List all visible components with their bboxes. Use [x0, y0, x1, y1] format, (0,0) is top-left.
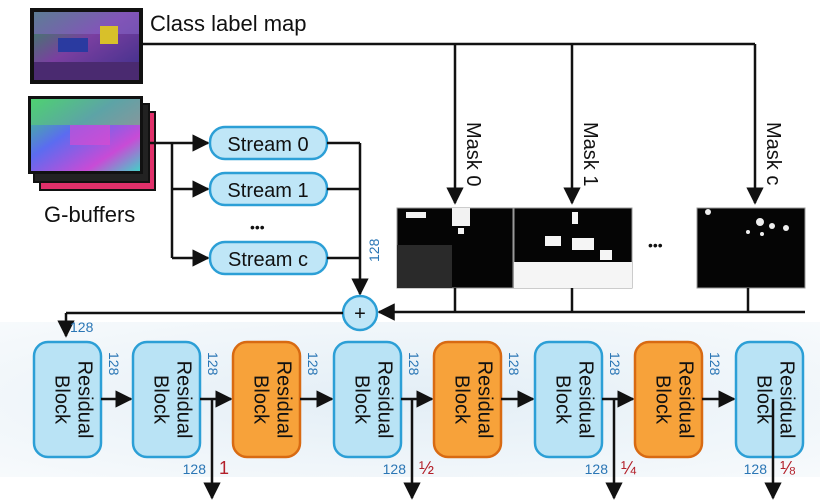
- residual-block-line1-3: Residual: [374, 361, 396, 439]
- output-scale-0: 1: [219, 458, 229, 478]
- residual-block-line1-1: Residual: [173, 361, 195, 439]
- output-0: 128 1: [183, 399, 229, 500]
- stream-1-label: Stream 1: [227, 180, 308, 202]
- between-channels-0: 128: [106, 352, 122, 376]
- residual-block-line2-4: Block: [451, 375, 473, 425]
- mask-c-image: [696, 207, 806, 289]
- stream-out-channels: 128: [366, 238, 382, 262]
- output-channels-0: 128: [183, 461, 207, 477]
- class-label-map-title: Class label map: [150, 11, 307, 36]
- between-channels-5: 128: [607, 352, 623, 376]
- stream-c: Stream c: [208, 240, 329, 276]
- residual-block-line2-3: Block: [351, 375, 373, 425]
- output-2: 128 ¼: [585, 399, 637, 500]
- output-scale-3: ⅛: [780, 458, 796, 478]
- residual-block-line1-0: Residual: [74, 361, 96, 439]
- output-1: 128 ½: [383, 399, 434, 500]
- between-channels-1: 128: [205, 352, 221, 376]
- between-channels-6: 128: [707, 352, 723, 376]
- residual-block-line2-0: Block: [51, 375, 73, 425]
- residual-block-line2-5: Block: [552, 375, 574, 425]
- residual-block-line2-6: Block: [652, 375, 674, 425]
- stream-0: Stream 0: [208, 125, 329, 161]
- mask-c-label: Mask c: [762, 122, 784, 185]
- between-channels-3: 128: [406, 352, 422, 376]
- residual-block-line1-4: Residual: [474, 361, 496, 439]
- g-buffers-image: [28, 96, 156, 191]
- mask-0-label: Mask 0: [462, 122, 484, 186]
- stream-ellipsis: •••: [250, 219, 265, 235]
- sum-symbol: +: [354, 303, 366, 325]
- output-scale-2: ¼: [621, 458, 637, 478]
- output-channels-1: 128: [383, 461, 407, 477]
- residual-block-line2-1: Block: [150, 375, 172, 425]
- mask-1-label: Mask 1: [579, 122, 601, 186]
- output-channels-2: 128: [585, 461, 609, 477]
- residual-block-line1-5: Residual: [575, 361, 597, 439]
- g-buffers-title: G-buffers: [44, 202, 135, 227]
- mask-ellipsis: •••: [648, 237, 663, 253]
- sum-node: +: [341, 294, 379, 332]
- mask-1-image: [513, 207, 633, 289]
- residual-block-line1-2: Residual: [273, 361, 295, 439]
- sum-out-channels: 128: [70, 319, 94, 335]
- residual-block-line2-2: Block: [250, 375, 272, 425]
- stream-0-label: Stream 0: [227, 134, 308, 156]
- stream-1: Stream 1: [208, 171, 329, 207]
- class-label-map-image: [30, 8, 143, 84]
- output-scale-1: ½: [419, 458, 434, 478]
- output-3: 128 ⅛: [744, 399, 796, 500]
- mask-0-image: [396, 207, 514, 289]
- residual-block-line1-6: Residual: [675, 361, 697, 439]
- residual-block-line2-7: Block: [753, 375, 775, 425]
- between-channels-4: 128: [506, 352, 522, 376]
- residual-block-line1-7: Residual: [776, 361, 798, 439]
- output-channels-3: 128: [744, 461, 768, 477]
- stream-c-label: Stream c: [228, 249, 308, 271]
- between-channels-2: 128: [305, 352, 321, 376]
